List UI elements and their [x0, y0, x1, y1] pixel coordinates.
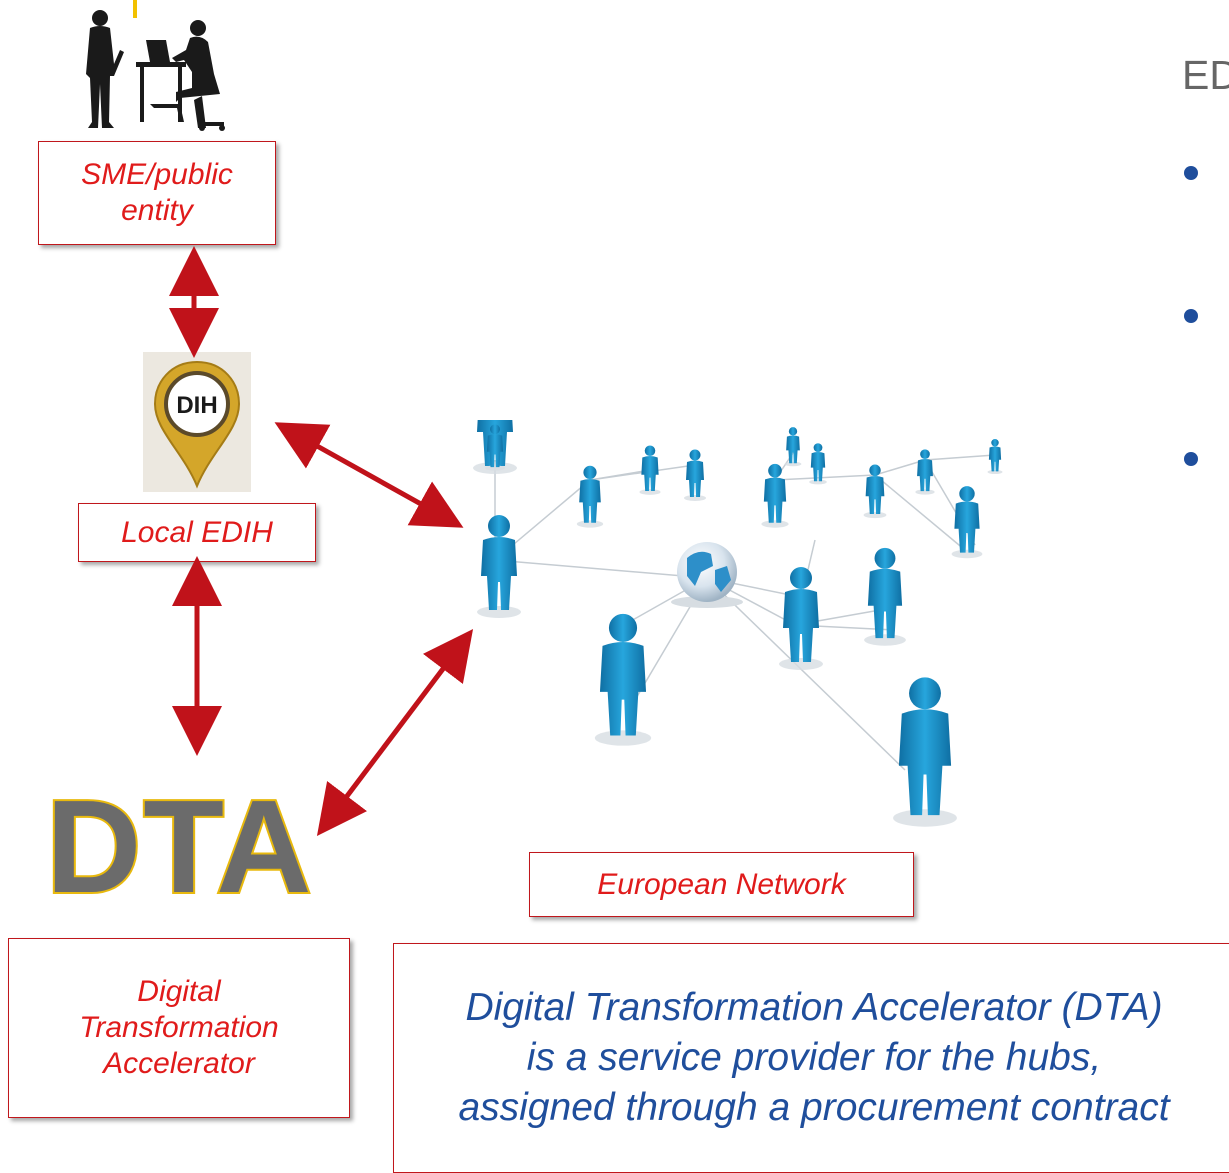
dta-label-line2: Transformation	[79, 1011, 279, 1044]
dta-label-line1: Digital	[137, 975, 221, 1008]
european-network-image	[473, 420, 1003, 827]
people-meeting-icon	[86, 10, 225, 131]
accent-bar	[133, 0, 137, 18]
side-panel-bullet	[1184, 309, 1198, 323]
globe-icon	[671, 542, 743, 608]
dta-label-line3: Accelerator	[103, 1047, 255, 1080]
local-edih-label: Local EDIH	[78, 503, 316, 562]
side-panel-heading: ED	[1182, 52, 1229, 98]
dta-logo-text: DTA	[46, 780, 314, 910]
sme-label-line2: entity	[121, 194, 193, 227]
european-network-label: European Network	[529, 852, 914, 917]
side-panel-bullet	[1184, 166, 1198, 180]
dta-logo: DTA	[44, 780, 314, 910]
sme-label: SME/public entity	[38, 141, 276, 245]
side-panel-bullet	[1184, 452, 1198, 466]
dih-location-pin-icon: DIH	[143, 352, 251, 492]
local-edih-label-text: Local EDIH	[121, 515, 273, 549]
sme-label-line1: SME/public	[81, 158, 233, 191]
dta-label: Digital Transformation Accelerator	[8, 938, 350, 1118]
dih-pin-text: DIH	[176, 392, 217, 419]
description-line2: is a service provider for the hubs,	[526, 1036, 1102, 1080]
description-line1: Digital Transformation Accelerator (DTA)	[465, 986, 1163, 1030]
european-network-label-text: European Network	[597, 867, 846, 901]
dta-description-box: Digital Transformation Accelerator (DTA)…	[393, 943, 1229, 1173]
description-line3: assigned through a procurement contract	[458, 1085, 1170, 1129]
double-arrow-icon	[316, 629, 474, 836]
